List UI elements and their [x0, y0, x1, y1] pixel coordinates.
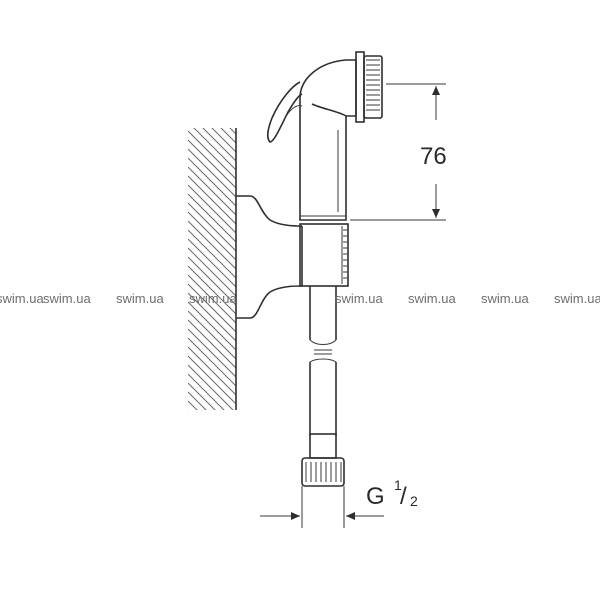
thread-denominator: 2 [410, 493, 418, 509]
hose [301, 286, 345, 528]
wall-hatch-line [188, 409, 189, 410]
wall-hatch-line [188, 166, 236, 216]
wall-hatch-line [188, 220, 236, 270]
wall-hatch-line [188, 382, 216, 410]
wall-hatch-line [188, 211, 236, 261]
wall-hatch-line [188, 437, 236, 485]
wall-hatch-line [188, 355, 236, 405]
wall-hatch-line [188, 419, 236, 467]
wall-hatch-line [188, 283, 236, 333]
wall-hatch-line [188, 274, 236, 324]
wall-hatch-line [188, 310, 236, 360]
thread-label-prefix: G [366, 483, 385, 510]
watermark-text: swim.ua [335, 291, 383, 306]
wall-hatch-line [188, 193, 236, 243]
thread-slash: / [400, 483, 407, 510]
watermark-row: swim.ua swim.ua swim.ua swim.ua swim.ua … [0, 291, 600, 306]
hand-shower [267, 51, 383, 221]
wall-hatch-line [188, 139, 236, 189]
wall-bracket [236, 195, 349, 319]
watermark-text: swim.ua [0, 291, 44, 306]
dimension-76: 76 [350, 83, 447, 221]
watermark-text: swim.ua [43, 291, 91, 306]
wall-hatch-line [188, 346, 236, 396]
dimension-76-label: 76 [420, 143, 447, 170]
wall-hatch-line [188, 238, 236, 288]
wall-hatch-line [188, 337, 236, 387]
wall-hatch-line [188, 292, 236, 342]
wall-hatch-line [188, 247, 236, 297]
watermark-text: swim.ua [481, 291, 529, 306]
wall-hatch-line [188, 265, 236, 315]
wall-hatch-line [188, 130, 236, 180]
thread-numerator: 1 [394, 477, 402, 493]
watermark-text: swim.ua [408, 291, 456, 306]
wall-section [188, 68, 237, 503]
wall-hatch-line [188, 455, 236, 503]
dimension-thread: G 1 / 2 [260, 477, 418, 520]
wall-hatch-line [188, 229, 236, 279]
wall-hatch-line [188, 391, 207, 410]
watermark-text: swim.ua [116, 291, 164, 306]
watermark-text: swim.ua [189, 291, 237, 306]
wall-hatch-line [188, 175, 236, 225]
wall-hatch-line [188, 364, 234, 410]
wall-hatch-line [188, 446, 236, 494]
wall-hatch-line [188, 319, 236, 369]
wall-hatch-line [193, 128, 236, 171]
wall-hatch-line [188, 373, 225, 410]
wall-hatch-line [211, 128, 236, 153]
watermark-text: swim.ua [554, 291, 600, 306]
wall-hatch-line [188, 400, 198, 410]
wall-hatch-line [188, 184, 236, 234]
wall-hatch-line [188, 301, 236, 351]
wall-hatch-line [188, 68, 236, 116]
wall-hatch-line [220, 128, 236, 144]
wall-hatch-line [188, 328, 236, 378]
wall-hatch-line [188, 77, 236, 125]
wall-hatch-line [229, 128, 236, 135]
wall-hatch-line [188, 256, 236, 306]
wall-hatch-line [188, 202, 236, 252]
wall-hatch-line [188, 428, 236, 476]
wall-hatch-line [188, 148, 236, 198]
wall-hatch-line [202, 128, 236, 162]
wall-hatch-line [188, 157, 236, 207]
